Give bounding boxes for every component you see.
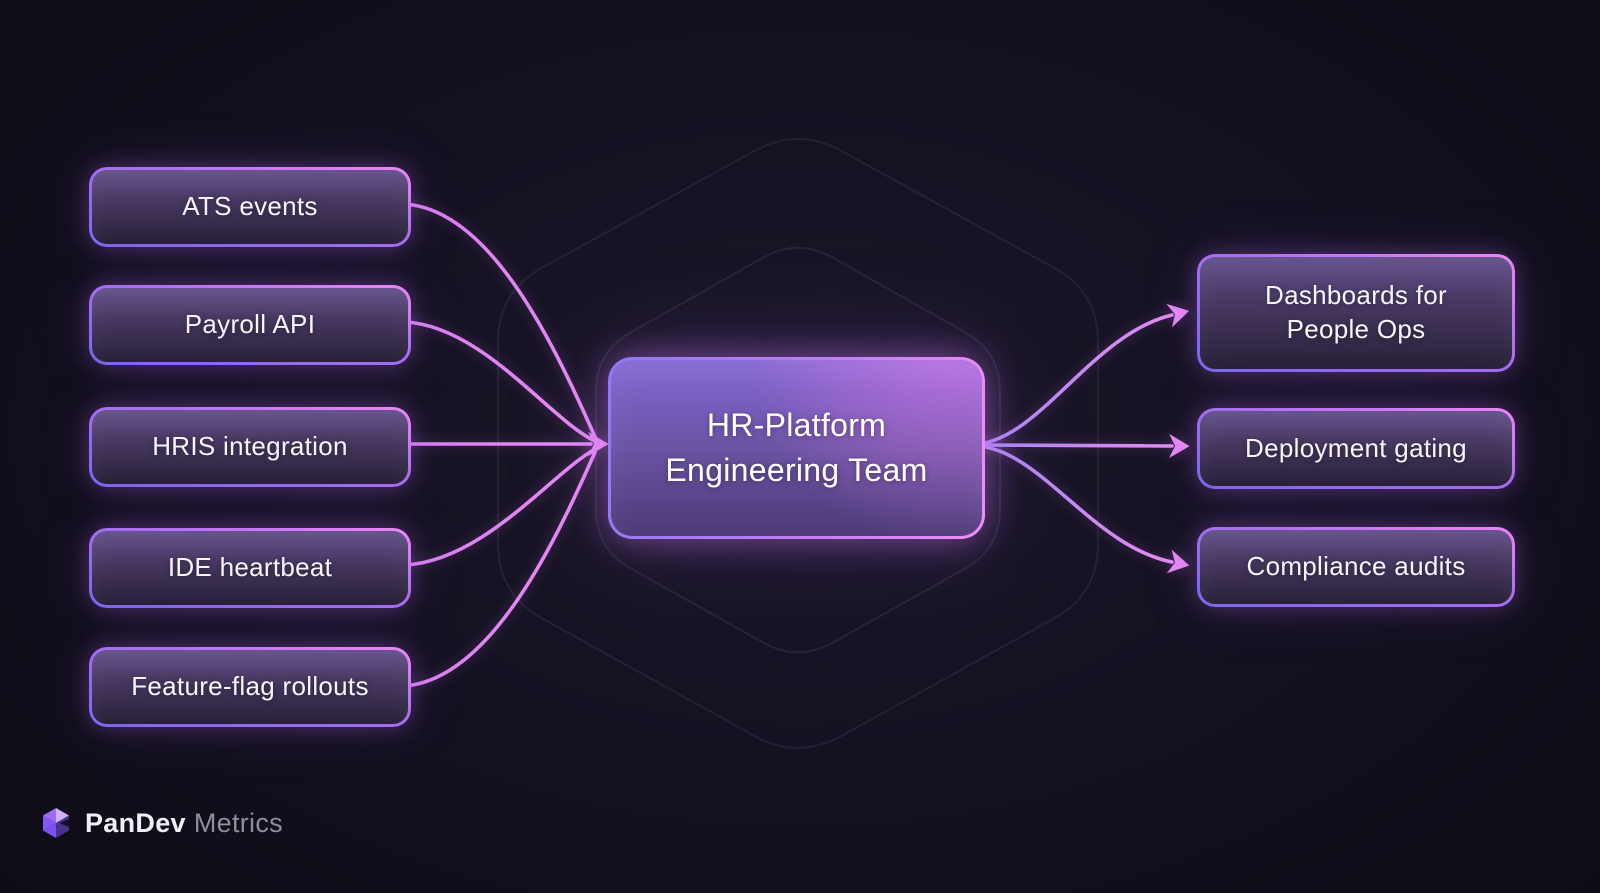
node-label: HRIS integration [152, 431, 348, 462]
connector-ats-to-team [403, 202, 597, 439]
node-label: ATS events [182, 191, 318, 222]
connector-payroll-to-team [403, 320, 597, 443]
node-hr-platform-engineering-team: HR-Platform Engineering Team [608, 357, 985, 539]
connector-ide-to-team [403, 447, 597, 567]
connector-featureflag-to-team [403, 450, 597, 688]
pandev-gem-icon [43, 808, 69, 838]
node-payroll-api: Payroll API [89, 285, 411, 365]
node-label: Compliance audits [1246, 551, 1466, 582]
node-label: Deployment gating [1245, 432, 1467, 463]
brand-name: PanDev [85, 807, 186, 838]
connector-team-to-compliance [977, 444, 1190, 574]
connector-team-to-dashboards [977, 303, 1190, 446]
node-ats-events: ATS events [89, 167, 411, 247]
node-dashboards-for-people-ops: Dashboards for People Ops [1197, 254, 1515, 372]
node-compliance-audits: Compliance audits [1197, 527, 1515, 607]
node-feature-flag-rollouts: Feature-flag rollouts [89, 647, 411, 727]
node-ide-heartbeat: IDE heartbeat [89, 528, 411, 608]
connector-team-to-deployment [977, 433, 1190, 459]
node-hris-integration: HRIS integration [89, 407, 411, 487]
node-label: Dashboards for People Ops [1265, 280, 1447, 344]
brand-product: Metrics [193, 807, 283, 838]
node-label: IDE heartbeat [167, 552, 333, 583]
node-label: Payroll API [184, 309, 316, 340]
node-deployment-gating: Deployment gating [1197, 408, 1515, 489]
node-label: Feature-flag rollouts [131, 671, 369, 702]
node-label: HR-Platform Engineering Team [665, 407, 928, 488]
